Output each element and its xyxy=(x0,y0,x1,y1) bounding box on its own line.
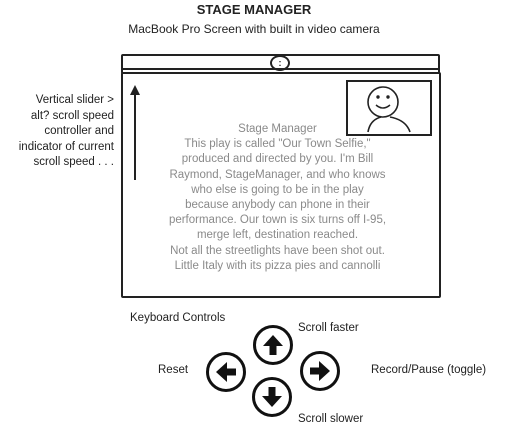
record-pause-button[interactable] xyxy=(300,351,340,391)
arrow-down-icon xyxy=(262,387,282,407)
video-preview xyxy=(346,80,432,136)
reset-button[interactable] xyxy=(206,352,246,392)
teleprompter-line: produced and directed by you. I'm Bill xyxy=(181,153,374,166)
teleprompter-line: This play is called "Our Town Selfie," xyxy=(184,138,371,151)
slider-annotation-line: alt? scroll speed xyxy=(30,109,114,122)
scroll-speed-slider-handle[interactable] xyxy=(130,85,140,95)
reset-label: Reset xyxy=(158,364,189,376)
teleprompter-line: performance. Our town is six turns off I… xyxy=(168,214,387,227)
slider-annotation-line: Vertical slider > xyxy=(35,94,114,106)
scroll-slower-button[interactable] xyxy=(252,377,292,417)
slider-annotation-line: scroll speed . . . xyxy=(33,156,114,168)
teleprompter-line: merge left, destination reached. xyxy=(196,229,359,242)
arrow-left-icon xyxy=(216,362,236,382)
page-title: STAGE MANAGER xyxy=(196,2,312,17)
scroll-faster-label: Scroll faster xyxy=(298,322,359,334)
camera-icon: : xyxy=(270,55,290,71)
teleprompter-line: Not all the streetlights have been shot … xyxy=(170,244,385,257)
slider-annotation-line: indicator of current xyxy=(18,140,114,153)
scroll-slower-label: Scroll slower xyxy=(298,413,364,425)
teleprompter-line: Little Italy with its pizza pies and can… xyxy=(174,259,381,272)
record-pause-label: Record/Pause (toggle) xyxy=(371,364,487,376)
scroll-speed-slider[interactable] xyxy=(134,94,136,180)
teleprompter-text: Stage Manager This play is called "Our T… xyxy=(150,122,405,274)
teleprompter-line: who else is going to be in the play xyxy=(191,183,364,196)
slider-annotation-line: controller and xyxy=(44,125,114,137)
teleprompter-line: because anybody can phone in their xyxy=(185,199,370,212)
scroll-faster-button[interactable] xyxy=(253,325,293,365)
smiley-face-icon xyxy=(367,86,411,133)
teleprompter-line: Raymond, StageManager, and who knows xyxy=(169,168,386,181)
arrow-right-icon xyxy=(310,361,330,381)
page-subtitle: MacBook Pro Screen with built in video c… xyxy=(128,22,380,36)
arrow-up-icon xyxy=(263,335,283,355)
slider-annotation: Vertical slider > alt? scroll speed cont… xyxy=(4,93,114,171)
keyboard-controls-heading: Keyboard Controls xyxy=(130,312,226,324)
teleprompter-title: Stage Manager xyxy=(238,123,317,135)
